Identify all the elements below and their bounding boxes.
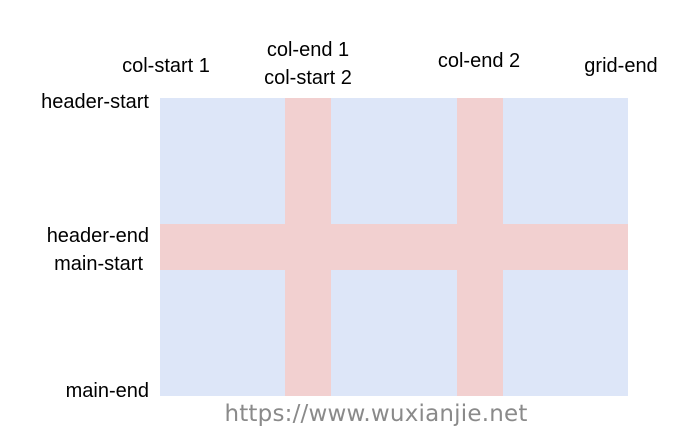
col-end-1-label: col-end 1	[266, 39, 350, 61]
col-start-1-label: col-start 1	[122, 55, 210, 77]
header-start-label: header-start	[41, 91, 149, 113]
main-start-label: main-start	[54, 253, 143, 275]
watermark-url: https://www.wuxianjie.net	[224, 401, 528, 427]
col-start-2-label: col-start 2	[264, 67, 352, 89]
grid-end-label: grid-end	[584, 55, 658, 77]
col-end-2-label: col-end 2	[437, 50, 521, 72]
main-end-label: main-end	[65, 380, 149, 402]
header-end-label: header-end	[46, 225, 149, 247]
row-gap	[160, 224, 628, 270]
